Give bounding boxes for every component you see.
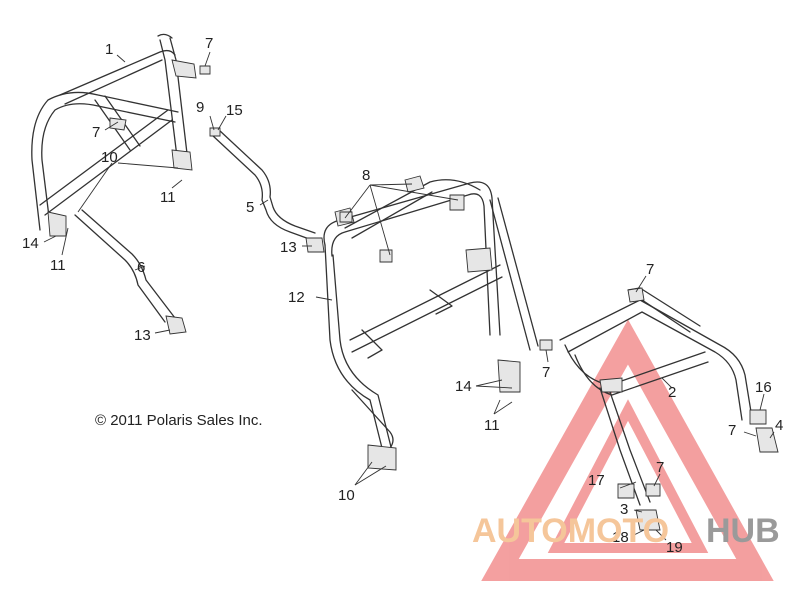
callout-7: 7 [542,364,550,381]
callout-10: 10 [101,149,118,166]
callout-8: 8 [362,167,370,184]
front-roll-cage-assembly [31,33,211,237]
callout-2: 2 [668,384,676,401]
callout-15: 15 [226,102,243,119]
callout-13: 13 [134,327,151,344]
watermark-word-hub: HUB [706,512,780,550]
callout-18: 18 [612,529,629,546]
callout-10: 10 [338,487,355,504]
watermark-text: AUTOMOTO HUB [472,512,780,550]
callout-5: 5 [246,199,254,216]
brace-part-5 [209,127,325,253]
callout-12: 12 [288,289,305,306]
callout-17: 17 [588,472,605,489]
callout-6: 6 [137,259,145,276]
callout-labels: 1 7 7 9 15 10 11 5 13 14 11 6 13 8 12 14… [22,35,783,556]
callout-11: 11 [484,417,500,434]
callout-7: 7 [646,261,654,278]
callout-14: 14 [455,378,472,395]
lower-brace-part-6 [74,209,187,335]
callout-11: 11 [50,257,66,274]
callout-7: 7 [728,422,736,439]
callout-7: 7 [656,459,664,476]
copyright-notice: © 2011 Polaris Sales Inc. [95,412,263,429]
callout-7: 7 [92,124,100,141]
callout-19: 19 [666,539,683,556]
leader-lines [43,51,775,541]
watermark-logo [481,319,774,581]
callout-7: 7 [205,35,213,52]
callout-11: 11 [160,189,176,206]
watermark-word-automoto: AUTOMOTO [472,512,669,550]
callout-3: 3 [620,501,628,518]
center-cage-part-12 [323,175,539,471]
callout-4: 4 [775,417,783,434]
callout-1: 1 [105,41,113,58]
callout-9: 9 [196,99,204,116]
callout-13: 13 [280,239,297,256]
callout-16: 16 [755,379,772,396]
callout-14: 14 [22,235,39,252]
rear-cage-assembly [539,287,779,531]
